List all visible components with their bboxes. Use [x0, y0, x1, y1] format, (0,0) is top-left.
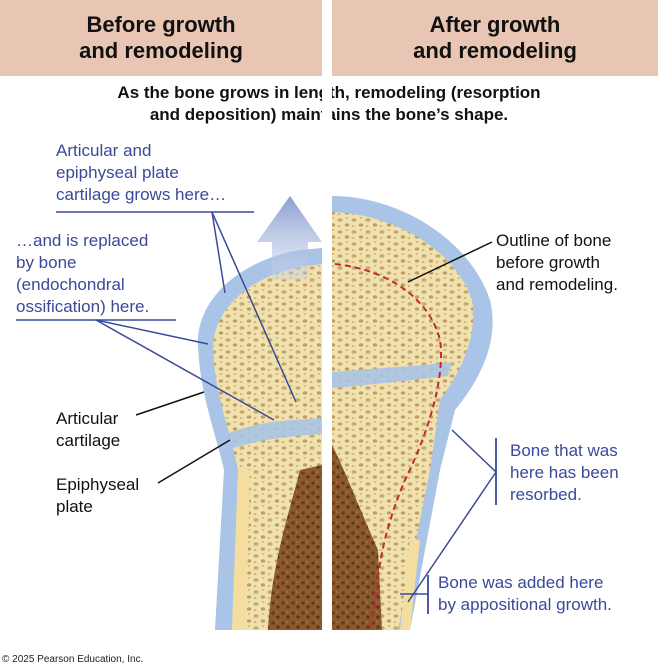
leader-line: [157, 439, 231, 484]
label-line: epiphyseal plate: [56, 163, 179, 182]
label-line: here has been: [510, 463, 619, 482]
label-articular-cartilage: Articular cartilage: [56, 408, 120, 452]
label-line: Articular: [56, 409, 119, 428]
label-line: Bone was added here: [438, 573, 604, 592]
outline-before-growth: [334, 263, 442, 631]
growth-arrow-icon: [257, 196, 322, 280]
leader-line: [407, 241, 493, 283]
compact-bone-wall: [232, 470, 250, 630]
leader-line: [451, 429, 497, 473]
label-line: before growth: [496, 253, 600, 272]
spongy-bone-shape: [332, 212, 474, 630]
label-line: ossification) here.: [16, 297, 150, 316]
header-line: and remodeling: [413, 38, 577, 63]
label-line: Bone that was: [510, 441, 618, 460]
bone-before-growth: [197, 248, 322, 630]
label-line: resorbed.: [510, 485, 582, 504]
leader-line: [211, 211, 297, 403]
label-cartilage-grows: Articular and epiphyseal plate cartilage…: [56, 140, 226, 206]
label-line: and remodeling.: [496, 275, 618, 294]
label-replaced-by-bone: …and is replaced by bone (endochondral o…: [16, 230, 149, 318]
header-line: and remodeling: [79, 38, 243, 63]
label-line: by bone: [16, 253, 77, 272]
marrow-cavity: [268, 465, 322, 630]
label-epiphyseal-plate: Epiphyseal plate: [56, 474, 139, 518]
epiphyseal-plate-shape: [332, 362, 452, 388]
leader-line: [211, 211, 226, 294]
label-line: (endochondral: [16, 275, 125, 294]
label-resorbed: Bone that was here has been resorbed.: [510, 440, 619, 506]
label-line: plate: [56, 497, 93, 516]
label-line: Articular and: [56, 141, 152, 160]
copyright: © 2025 Pearson Education, Inc.: [2, 654, 144, 665]
panel-divider: [322, 0, 332, 670]
header-line: After growth: [429, 12, 561, 37]
leader-line: [407, 471, 497, 603]
label-line: cartilage grows here…: [56, 185, 227, 204]
label-line: Outline of bone: [496, 231, 612, 250]
header-line: Before growth: [86, 12, 236, 37]
label-line: by appositional growth.: [438, 595, 612, 614]
label-line: Epiphyseal: [56, 475, 140, 494]
leader-line: [135, 391, 205, 416]
label-line: …and is replaced: [16, 231, 149, 250]
leader-line: [95, 319, 209, 345]
leader-line: [95, 319, 275, 421]
header-before-growth: Before growth and remodeling: [0, 0, 322, 76]
epiphyseal-plate-shape: [224, 418, 322, 450]
marrow-cavity: [332, 445, 382, 630]
header-after-growth: After growth and remodeling: [332, 0, 658, 76]
label-outline-before: Outline of bone before growth and remode…: [496, 230, 618, 296]
label-appositional: Bone was added here by appositional grow…: [438, 572, 612, 616]
bone-after-growth: [332, 196, 493, 630]
compact-bone-wall: [400, 540, 420, 630]
label-line: cartilage: [56, 431, 121, 450]
